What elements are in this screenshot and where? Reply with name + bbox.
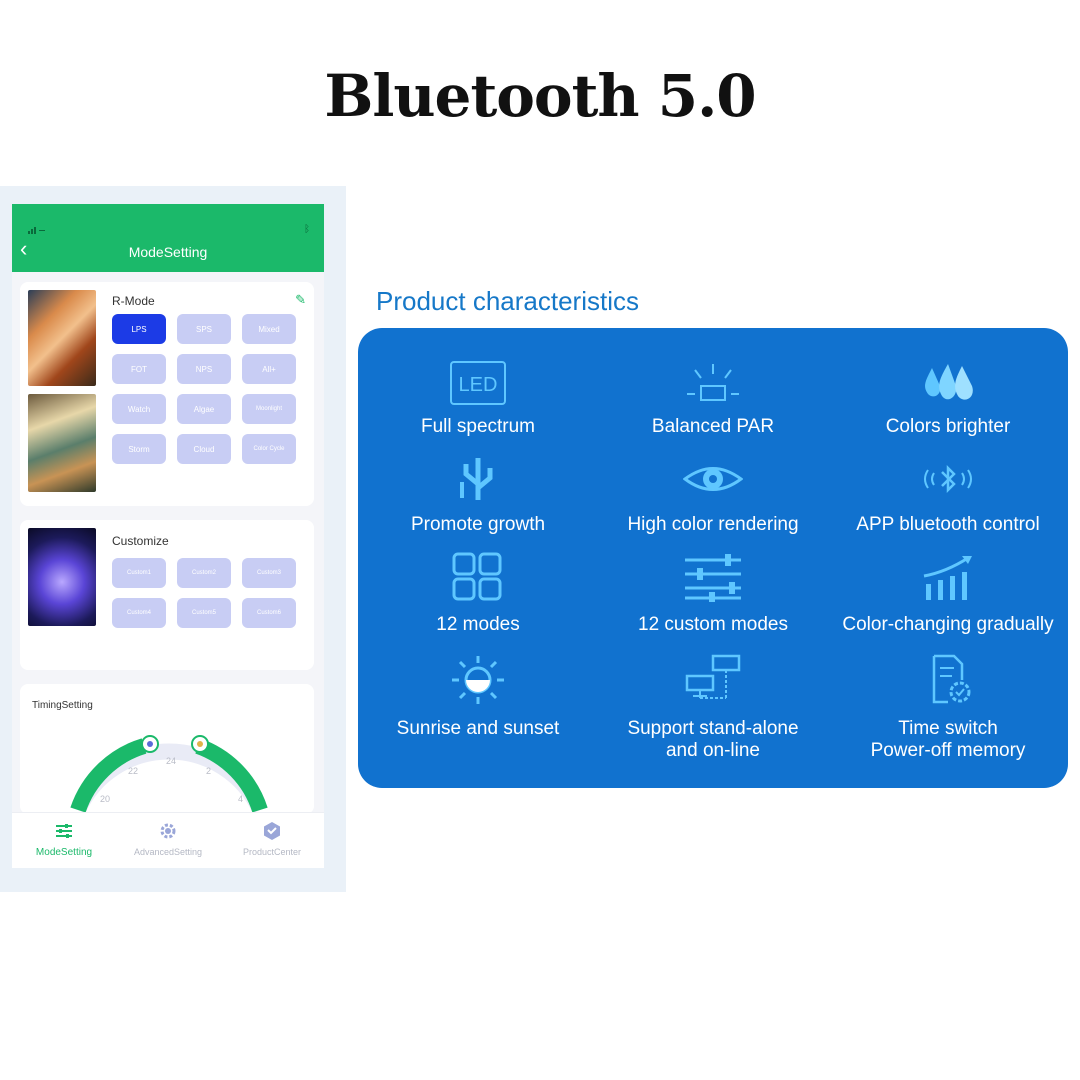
bottom-tab-bar: ModeSetting AdvancedSetting ProductCente… (12, 812, 324, 868)
feature-label-line2: and on-line (665, 740, 761, 761)
feature-label: 12 custom modes (638, 614, 788, 635)
custom-button-1[interactable]: Custom1 (112, 558, 166, 588)
phone-screen: ᛒ ‹ ModeSetting R-Mode ✎ LPS SPS Mixed F… (12, 204, 324, 868)
bluetooth-icon (924, 464, 972, 494)
feature-label: Full spectrum (420, 416, 536, 437)
document-gear-icon (932, 654, 971, 704)
timing-card: TimingSetting 20 22 24 2 4 (20, 684, 314, 814)
mode-button-watch[interactable]: Watch (112, 394, 166, 424)
signal-icon (28, 227, 45, 234)
feature-label: Sunrise and sunset (396, 718, 560, 739)
grid-icon (452, 552, 502, 601)
lamp-rays-icon (687, 364, 739, 401)
timing-label: TimingSetting (32, 700, 93, 711)
rmode-card: R-Mode ✎ LPS SPS Mixed FOT NPS All+ Watc… (20, 282, 314, 506)
coral-thumbnail (28, 394, 96, 492)
timing-arc-active (195, 738, 268, 813)
mode-button-fot[interactable]: FOT (112, 354, 166, 384)
timing-tick: 24 (166, 756, 177, 766)
feature-label-line2: Power-off memory (870, 740, 1026, 761)
product-characteristics-heading: Product characteristics (376, 286, 639, 316)
timing-tick: 20 (100, 794, 111, 804)
mode-button-all[interactable]: All+ (242, 354, 296, 384)
tab-label: ModeSetting (35, 847, 93, 858)
bluetooth-status-icon: ᛒ (304, 224, 310, 235)
tab-label: ProductCenter (242, 847, 302, 857)
tab-mode-setting[interactable]: ModeSetting (12, 813, 116, 868)
feature-label: Balanced PAR (651, 416, 775, 437)
svg-text:LED: LED (459, 374, 498, 396)
features-panel: LED Full spectrum Balanced PAR Colors br… (358, 328, 1068, 788)
led-icon: LED (450, 361, 506, 405)
app-header: ᛒ ‹ ModeSetting (12, 204, 324, 272)
app-title: ModeSetting (128, 244, 208, 260)
mode-button-sps[interactable]: SPS (177, 314, 231, 344)
plant-icon (460, 458, 493, 500)
sliders-icon (56, 824, 72, 838)
rmode-label: R-Mode (112, 294, 155, 308)
timing-arc-active (70, 738, 147, 813)
cube-icon (264, 822, 280, 840)
timing-dial[interactable] (20, 684, 314, 814)
customize-label: Customize (112, 534, 169, 548)
custom-button-6[interactable]: Custom6 (242, 598, 296, 628)
mode-button-color-cycle[interactable]: Color Cycle (242, 434, 296, 464)
coral-thumbnail (28, 528, 96, 626)
mode-button-moonlight[interactable]: Moonlight (242, 394, 296, 424)
feature-label: Support stand-alone (627, 718, 799, 739)
feature-label: Time switch (898, 718, 998, 739)
custom-button-4[interactable]: Custom4 (112, 598, 166, 628)
sun-icon (452, 656, 504, 704)
eye-icon (683, 467, 743, 491)
timing-tick: 4 (238, 794, 244, 804)
custom-button-3[interactable]: Custom3 (242, 558, 296, 588)
mode-button-nps[interactable]: NPS (177, 354, 231, 384)
back-arrow-icon[interactable]: ‹ (20, 236, 28, 261)
tab-advanced-setting[interactable]: AdvancedSetting (116, 813, 220, 868)
coral-thumbnail (28, 290, 96, 386)
feature-label: 12 modes (436, 614, 520, 635)
network-icon (685, 654, 741, 699)
page-title: Bluetooth 5.0 (324, 62, 756, 130)
feature-label: Color-changing gradually (842, 614, 1054, 635)
gear-icon (160, 823, 176, 839)
mode-button-lps[interactable]: LPS (112, 314, 166, 344)
mode-button-storm[interactable]: Storm (112, 434, 166, 464)
sliders-icon (685, 554, 741, 602)
tab-product-center[interactable]: ProductCenter (220, 813, 324, 868)
timing-tick: 2 (206, 766, 212, 776)
feature-label: Promote growth (410, 514, 546, 535)
feature-label: High color rendering (627, 514, 799, 535)
mode-button-algae[interactable]: Algae (177, 394, 231, 424)
timing-tick: 22 (128, 766, 139, 776)
customize-card: Customize Custom1 Custom2 Custom3 Custom… (20, 520, 314, 670)
feature-label: APP bluetooth control (856, 514, 1040, 535)
droplets-icon (925, 364, 973, 400)
edit-pencil-icon[interactable]: ✎ (295, 292, 306, 307)
tab-label: AdvancedSetting (133, 847, 203, 857)
feature-label: Colors brighter (885, 416, 1011, 437)
mode-button-mixed[interactable]: Mixed (242, 314, 296, 344)
mode-button-cloud[interactable]: Cloud (177, 434, 231, 464)
signal-bars-icon (923, 556, 972, 600)
custom-button-5[interactable]: Custom5 (177, 598, 231, 628)
custom-button-2[interactable]: Custom2 (177, 558, 231, 588)
